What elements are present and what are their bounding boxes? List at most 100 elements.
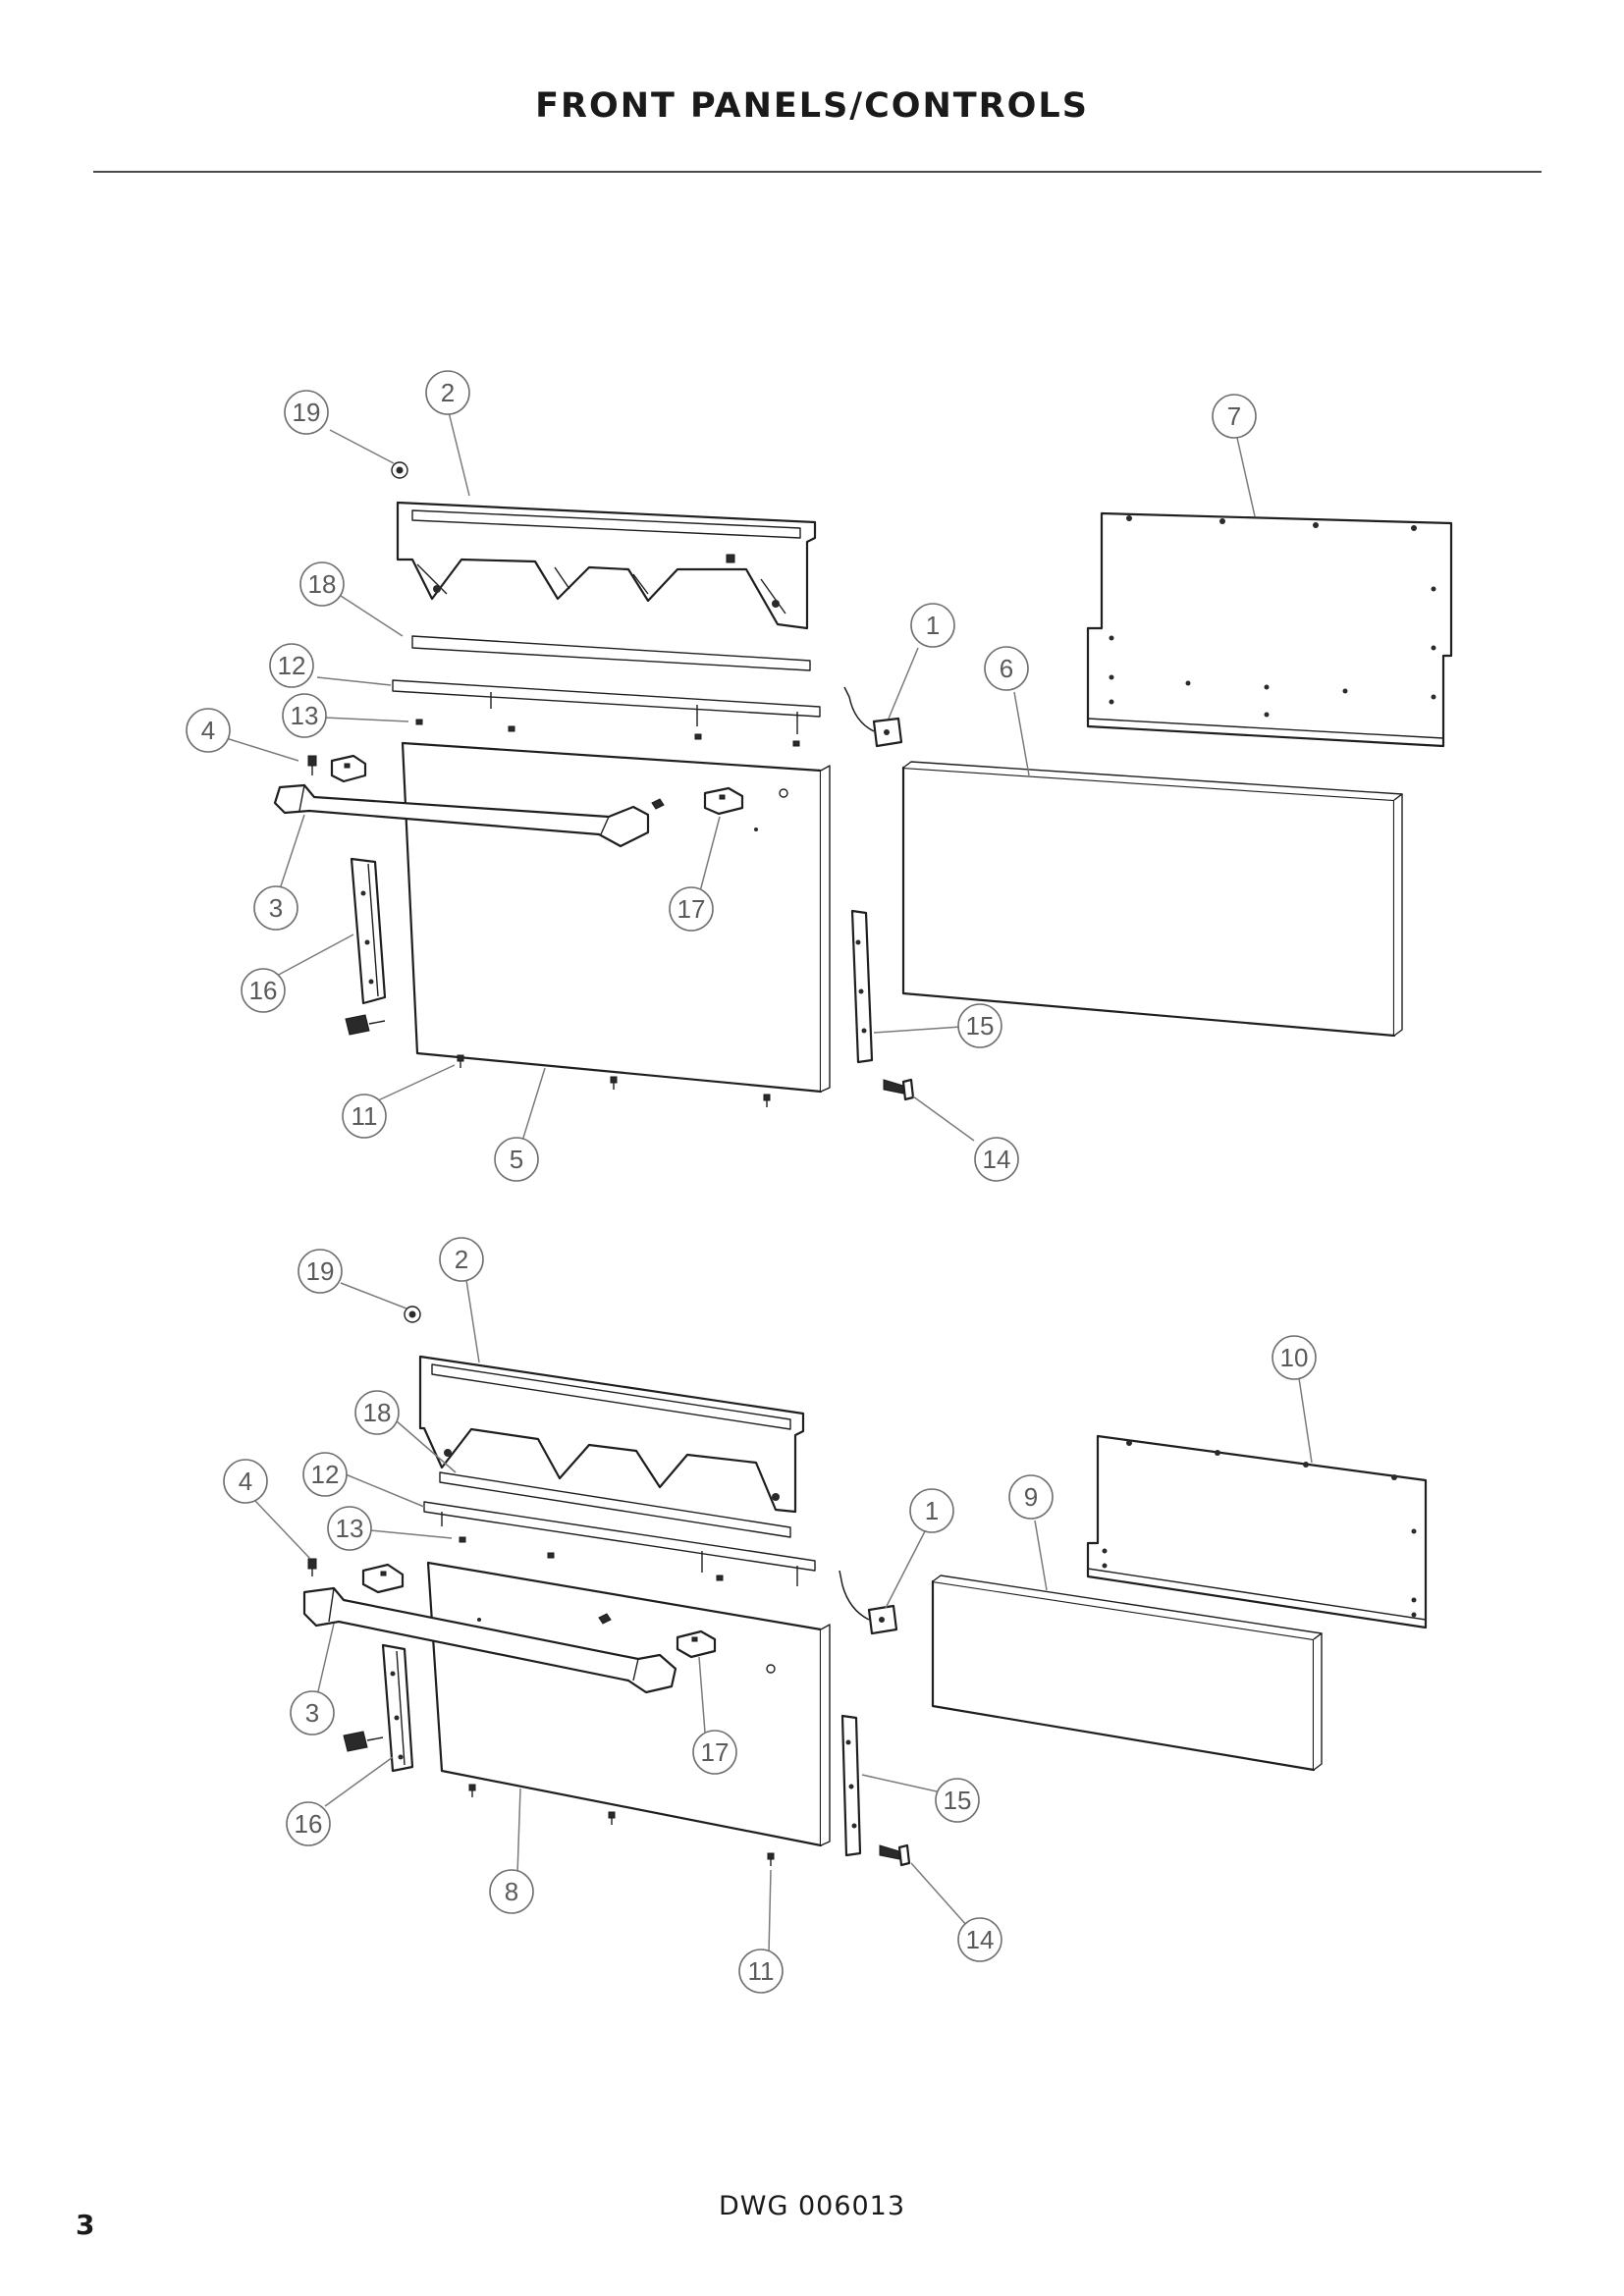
callout-3: 3 xyxy=(253,885,298,931)
part-handle xyxy=(302,1586,677,1694)
assembly-bottom: 19 2 10 18 4 12 13 1 9 3 17 16 15 8 14 1… xyxy=(223,1237,1428,1994)
svg-text:1: 1 xyxy=(925,1496,939,1525)
svg-text:19: 19 xyxy=(293,398,321,427)
svg-text:13: 13 xyxy=(291,701,319,730)
callout-6: 6 xyxy=(984,646,1029,691)
part-drawer-front xyxy=(931,1575,1323,1772)
part-hinge-right xyxy=(840,1714,862,1857)
part-seal-strip xyxy=(439,1471,791,1538)
callout-2: 2 xyxy=(439,1237,484,1282)
callout-14: 14 xyxy=(957,1917,1002,1962)
part-hinge-left xyxy=(343,1643,414,1773)
callout-11: 11 xyxy=(738,1949,784,1994)
callout-8: 8 xyxy=(489,1869,534,1914)
part-controller xyxy=(843,686,903,748)
part-control-housing xyxy=(418,1355,805,1514)
page-title: FRONT PANELS/CONTROLS xyxy=(535,86,1089,126)
callout-1: 1 xyxy=(909,1488,954,1533)
svg-text:19: 19 xyxy=(306,1256,335,1286)
part-trim-bar xyxy=(423,1501,816,1586)
part-clips xyxy=(415,719,800,747)
part-grommet xyxy=(391,461,408,479)
part-front-panel xyxy=(901,761,1403,1038)
svg-text:18: 18 xyxy=(363,1398,392,1427)
callout-2: 2 xyxy=(425,370,470,415)
callout-15: 15 xyxy=(957,1003,1002,1048)
part-clips xyxy=(459,1536,724,1581)
callout-10: 10 xyxy=(1272,1335,1317,1380)
callout-18: 17 xyxy=(692,1730,737,1775)
svg-text:16: 16 xyxy=(249,976,278,1005)
part-handle-blocks xyxy=(361,1563,717,1659)
svg-text:12: 12 xyxy=(311,1460,340,1489)
callout-15: 15 xyxy=(935,1778,980,1823)
callout-7: 7 xyxy=(1212,394,1257,439)
part-foot-bolt xyxy=(883,1078,915,1101)
svg-text:5: 5 xyxy=(510,1145,523,1174)
part-seal-strip xyxy=(411,635,811,671)
callout-16: 16 xyxy=(241,968,286,1013)
part-hinge-right xyxy=(850,909,874,1064)
svg-text:1: 1 xyxy=(926,611,940,640)
part-rear-panel xyxy=(1086,1434,1428,1629)
part-screws xyxy=(307,1558,612,1625)
callout-19: 19 xyxy=(298,1249,343,1294)
svg-text:18: 18 xyxy=(308,569,337,599)
svg-text:12: 12 xyxy=(278,651,306,680)
svg-text:4: 4 xyxy=(201,716,215,745)
svg-text:8: 8 xyxy=(505,1877,518,1906)
svg-text:11: 11 xyxy=(748,1956,775,1986)
callout-16: 16 xyxy=(286,1801,331,1846)
part-controller xyxy=(839,1570,898,1635)
svg-text:17: 17 xyxy=(677,894,706,924)
svg-text:4: 4 xyxy=(239,1467,252,1496)
part-control-housing xyxy=(396,501,817,630)
svg-text:15: 15 xyxy=(966,1011,995,1041)
assembly-top: 19 2 7 18 12 13 4 1 6 3 17 16 15 11 5 14 xyxy=(186,370,1453,1182)
callout-14: 14 xyxy=(974,1137,1019,1182)
page-number: 3 xyxy=(76,2209,95,2241)
callout-12: 12 xyxy=(269,643,314,688)
svg-text:16: 16 xyxy=(295,1809,323,1839)
svg-text:10: 10 xyxy=(1280,1343,1309,1372)
svg-text:13: 13 xyxy=(336,1514,364,1543)
svg-text:7: 7 xyxy=(1227,401,1241,431)
svg-text:3: 3 xyxy=(269,893,283,923)
part-trim-bar xyxy=(392,679,821,734)
drawing-number: DWG 006013 xyxy=(718,2191,906,2221)
svg-text:3: 3 xyxy=(305,1698,319,1728)
part-foot-bolt xyxy=(879,1843,911,1867)
part-feet xyxy=(468,1784,775,1866)
callout-5: 5 xyxy=(494,1137,539,1182)
part-hinge-left xyxy=(345,857,387,1036)
callout-18: 17 xyxy=(669,886,714,932)
part-door-panel xyxy=(401,741,831,1094)
svg-text:6: 6 xyxy=(1000,654,1013,683)
svg-text:14: 14 xyxy=(966,1925,995,1954)
part-handle xyxy=(273,783,650,848)
title-divider xyxy=(93,171,1542,173)
callout-17: 18 xyxy=(354,1390,400,1435)
svg-text:2: 2 xyxy=(455,1245,468,1274)
callout-4: 4 xyxy=(223,1459,268,1504)
callout-12: 12 xyxy=(302,1452,348,1497)
part-rear-panel xyxy=(1086,511,1453,748)
callout-3: 3 xyxy=(290,1690,335,1735)
callout-19: 19 xyxy=(284,390,329,435)
callout-11: 11 xyxy=(342,1094,387,1139)
part-feet xyxy=(457,1054,771,1107)
part-grommet xyxy=(404,1306,421,1323)
svg-text:17: 17 xyxy=(701,1737,730,1767)
callout-13: 13 xyxy=(327,1506,372,1551)
part-screws xyxy=(307,755,665,810)
callout-17: 18 xyxy=(299,561,345,607)
callout-13: 13 xyxy=(282,693,327,738)
svg-text:15: 15 xyxy=(944,1786,972,1815)
callout-1: 1 xyxy=(910,603,955,648)
callout-9: 9 xyxy=(1008,1474,1054,1520)
svg-text:11: 11 xyxy=(352,1101,378,1131)
svg-text:9: 9 xyxy=(1024,1482,1038,1512)
callout-4: 4 xyxy=(186,708,231,753)
svg-text:2: 2 xyxy=(441,378,455,407)
